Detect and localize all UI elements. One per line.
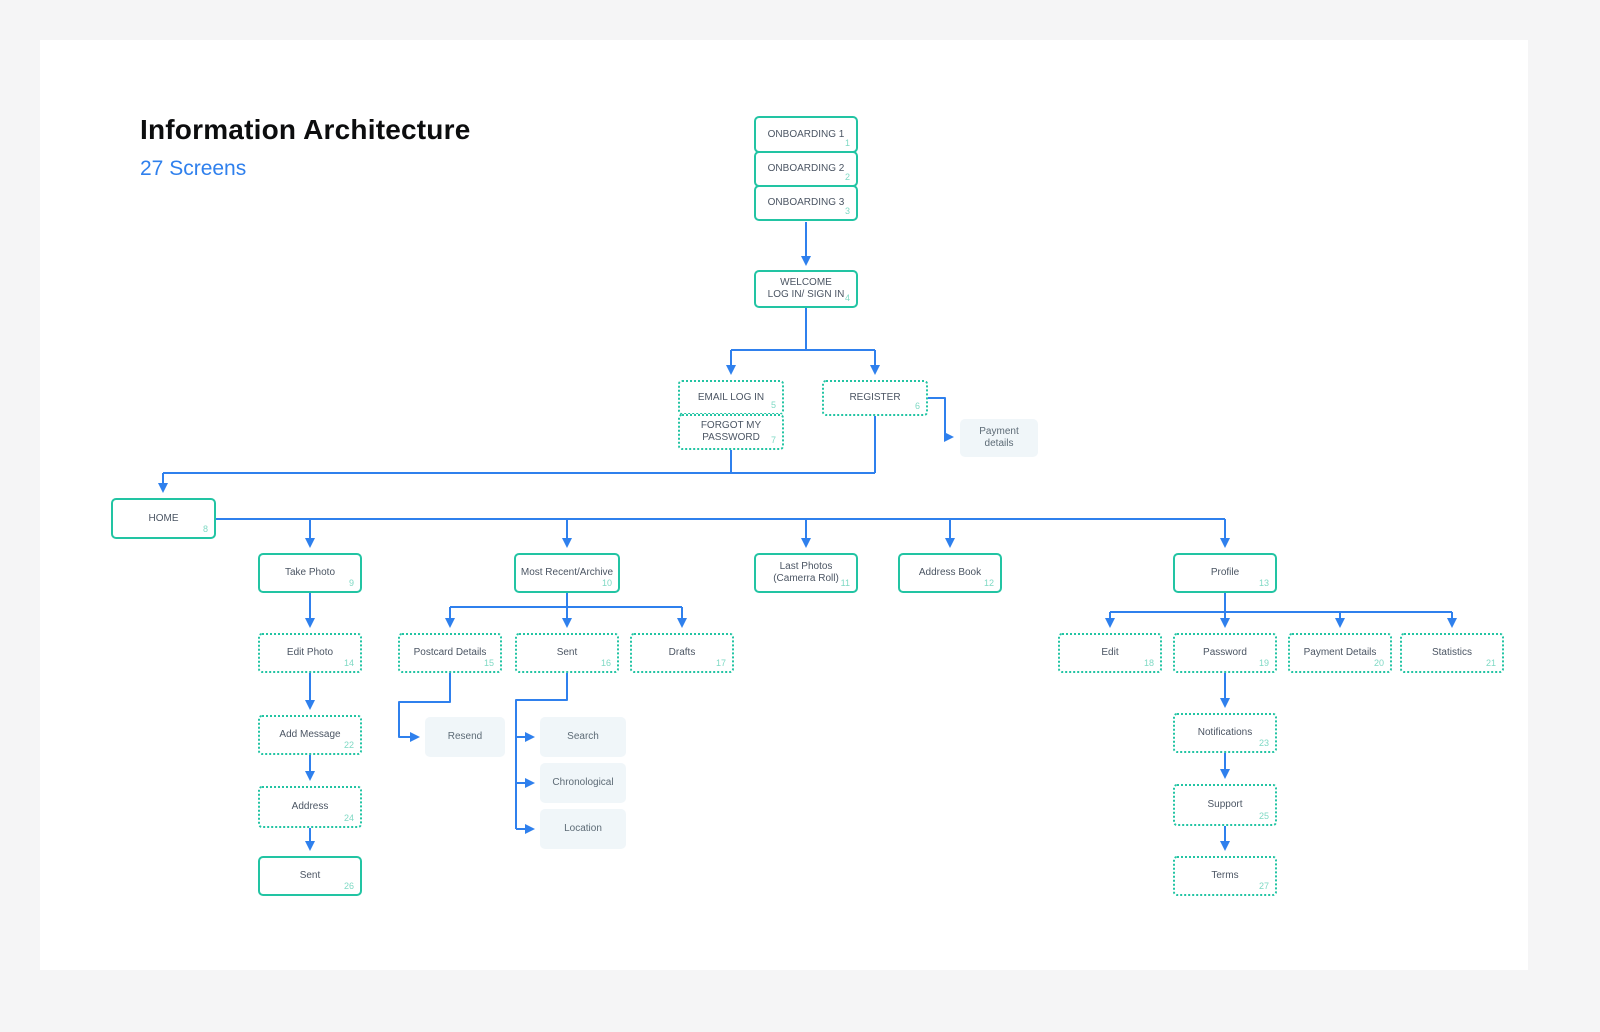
node-location: Location <box>540 809 626 849</box>
screen-count-subtitle: 27 Screens <box>140 157 247 180</box>
node-search: Search <box>540 717 626 757</box>
node-last-photos-camera-roll: Last Photos (Camerra Roll)11 <box>754 553 858 593</box>
node-chronological: Chronological <box>540 763 626 803</box>
page-title: Information Architecture <box>140 114 471 145</box>
node-payment-details-note: Payment details <box>960 419 1038 457</box>
node-resend: Resend <box>425 717 505 757</box>
